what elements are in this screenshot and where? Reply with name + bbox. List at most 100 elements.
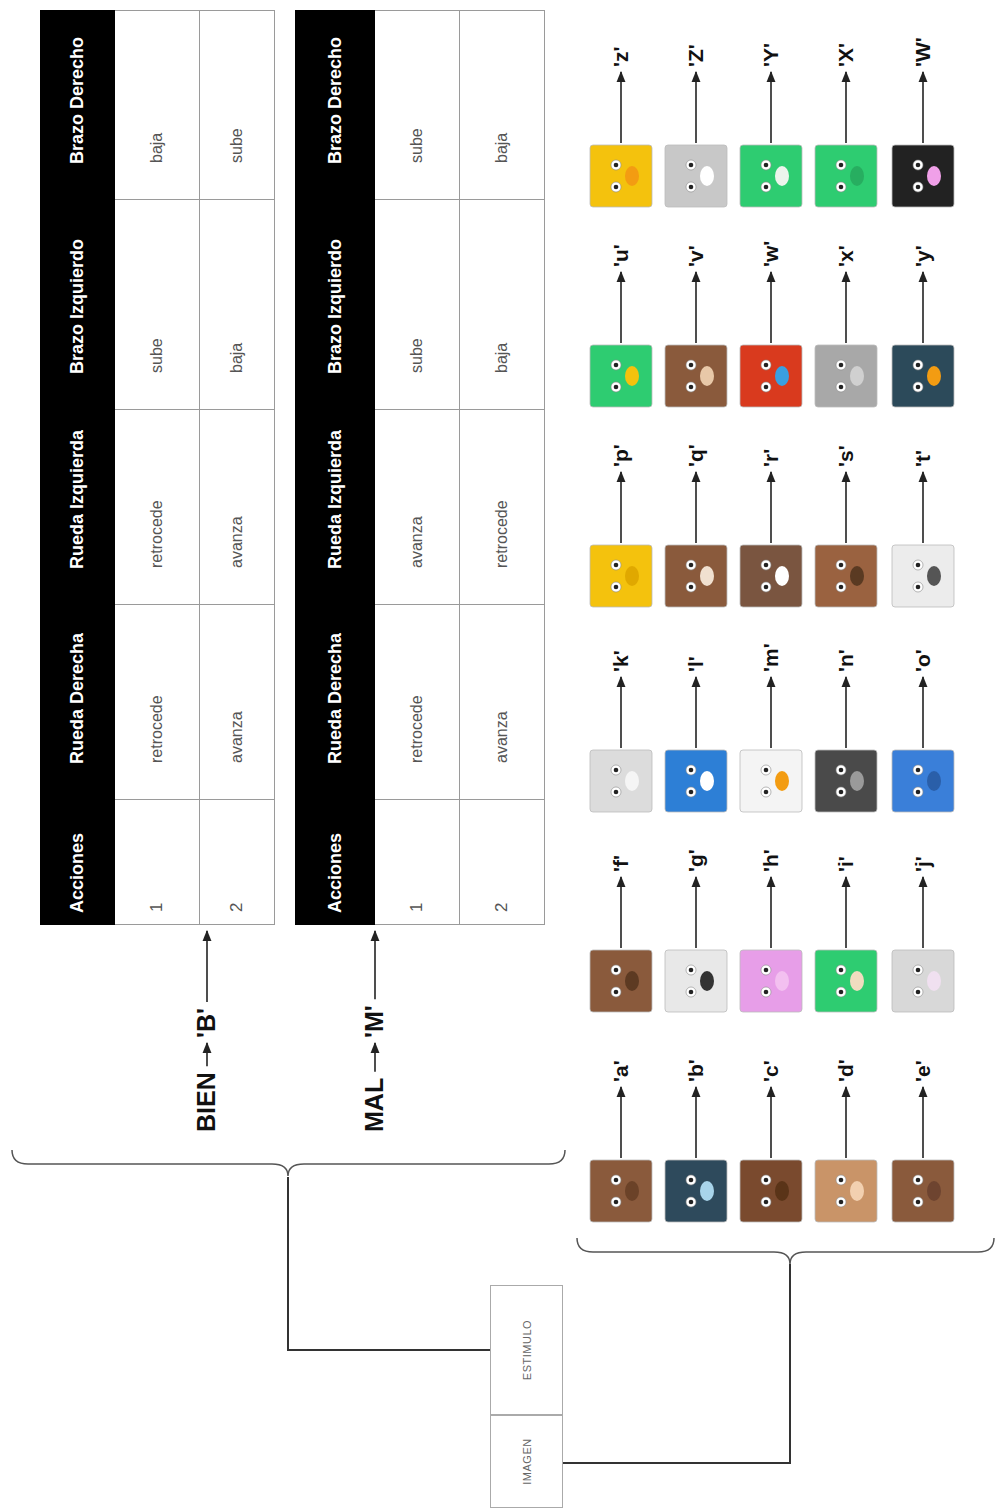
icon-face (892, 145, 954, 207)
animal-icon (892, 545, 954, 607)
table-cell: sube (115, 200, 200, 410)
column-header: Brazo Derecho (325, 37, 346, 164)
icon-eye (836, 582, 846, 592)
icon-face (815, 145, 877, 207)
icon-eye (836, 160, 846, 170)
letter-code: 'b' (684, 1059, 707, 1082)
icon-pupil (614, 585, 619, 590)
icon-snout (775, 771, 789, 791)
icon-snout (625, 366, 639, 386)
icon-snout (927, 1181, 941, 1201)
pointer-arrow (695, 272, 697, 343)
letter-code: 'l' (684, 656, 707, 672)
icon-pupil (916, 768, 921, 773)
icon-pupil (916, 385, 921, 390)
icon-pupil (689, 768, 694, 773)
letter-code: 't' (911, 450, 934, 467)
letter-code: 'h' (759, 849, 782, 872)
outcome-code: 'B' (193, 1008, 221, 1038)
icon-face (665, 950, 727, 1012)
icon-pupil (764, 185, 769, 190)
column-header: Brazo Izquierdo (325, 239, 346, 374)
icon-snout (625, 971, 639, 991)
table-value: 2 (492, 903, 512, 912)
icon-eye (836, 787, 846, 797)
table-header-cell: Brazo Izquierdo (40, 200, 115, 410)
icon-face (815, 950, 877, 1012)
pointer-arrow (845, 877, 847, 948)
icon-snout (700, 166, 714, 186)
icon-eye (761, 765, 771, 775)
icon-pupil (839, 385, 844, 390)
table-value: retrocede (148, 695, 166, 763)
table-cell: baja (460, 10, 545, 200)
pointer-arrow (695, 1087, 697, 1158)
table-cell: avanza (200, 410, 275, 605)
animal-icon (740, 950, 802, 1012)
table-header-cell: Brazo Derecho (295, 10, 375, 200)
table-cell: retrocede (375, 605, 460, 800)
table-cell: 1 (375, 800, 460, 925)
icon-eye (913, 1197, 923, 1207)
icon-face (815, 750, 877, 812)
table-value: baja (493, 343, 511, 373)
icon-face (590, 345, 652, 407)
box-label: IMAGEN (521, 1438, 533, 1484)
icon-face (665, 545, 727, 607)
letter-code: 'g' (684, 849, 707, 872)
icon-snout (927, 166, 941, 186)
icon-pupil (689, 385, 694, 390)
icon-snout (625, 771, 639, 791)
letter-code: 'Y' (759, 43, 782, 67)
icon-face (815, 1160, 877, 1222)
icon-face (590, 1160, 652, 1222)
outcome-code: 'M' (361, 1005, 389, 1038)
icon-eye (913, 1175, 923, 1185)
table-cell: baja (460, 200, 545, 410)
icon-pupil (839, 363, 844, 368)
table-header-cell: Rueda Derecha (40, 605, 115, 800)
table-value: retrocede (408, 695, 426, 763)
letter-code: 'k' (609, 650, 632, 672)
pointer-arrow (922, 472, 924, 543)
icon-pupil (764, 385, 769, 390)
pointer-arrow (770, 677, 772, 748)
table-cell: baja (115, 10, 200, 200)
table-value: sube (408, 338, 426, 373)
icon-face (892, 750, 954, 812)
table-header-cell: Rueda Izquierda (295, 410, 375, 605)
animal-icon (815, 1160, 877, 1222)
table-cell: avanza (375, 410, 460, 605)
pointer-arrow (845, 472, 847, 543)
icon-eye (913, 987, 923, 997)
icon-eye (836, 965, 846, 975)
pointer-arrow (620, 272, 622, 343)
animal-icon (590, 950, 652, 1012)
animal-icon (590, 145, 652, 207)
icon-eye (836, 1175, 846, 1185)
column-header: Rueda Derecha (325, 633, 346, 764)
table-value: sube (408, 128, 426, 163)
icon-snout (850, 971, 864, 991)
icon-eye (611, 582, 621, 592)
icon-eye (913, 160, 923, 170)
letter-code: 'Z' (684, 44, 707, 67)
icon-snout (775, 971, 789, 991)
icon-eye (836, 765, 846, 775)
icon-pupil (614, 163, 619, 168)
icon-pupil (916, 968, 921, 973)
icon-snout (775, 566, 789, 586)
icon-pupil (839, 968, 844, 973)
animal-icon (740, 145, 802, 207)
icon-eye (913, 965, 923, 975)
icon-pupil (839, 163, 844, 168)
letter-code: 'X' (834, 43, 857, 67)
icon-eye (611, 182, 621, 192)
icon-face (892, 950, 954, 1012)
pointer-arrow (206, 1043, 208, 1066)
icon-snout (775, 366, 789, 386)
image-brace (577, 1238, 994, 1264)
letter-code: 'x' (834, 245, 857, 267)
icon-pupil (764, 968, 769, 973)
table-value: 2 (227, 903, 247, 912)
